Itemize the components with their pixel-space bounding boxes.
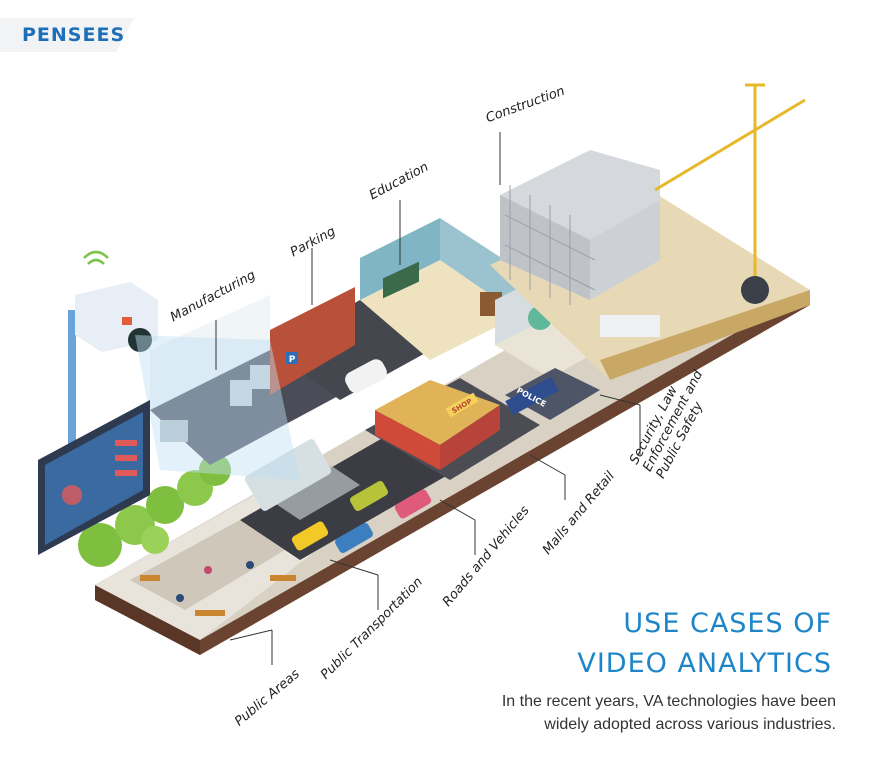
- malls-retail-zone: SHOP: [365, 378, 540, 480]
- cctv-camera-icon: [68, 250, 300, 480]
- subtitle-line2: widely adopted across various industries…: [544, 716, 836, 733]
- logo-banner: [0, 18, 150, 52]
- heading-line2: VIDEO ANALYTICS: [577, 648, 832, 679]
- construction-zone: [490, 83, 810, 380]
- subtitle-line1: In the recent years, VA technologies hav…: [501, 693, 836, 710]
- subtitle: In the recent years, VA technologies hav…: [416, 690, 836, 736]
- crane-icon: [654, 83, 806, 285]
- tree-icon: [78, 454, 231, 567]
- pensees-logo: PENSEES: [22, 24, 126, 46]
- heading-line1: USE CASES OF: [623, 608, 832, 639]
- monitor-screen-icon: [38, 400, 150, 555]
- parking-sign: P: [289, 355, 296, 365]
- label-leader-lines: [215, 132, 641, 665]
